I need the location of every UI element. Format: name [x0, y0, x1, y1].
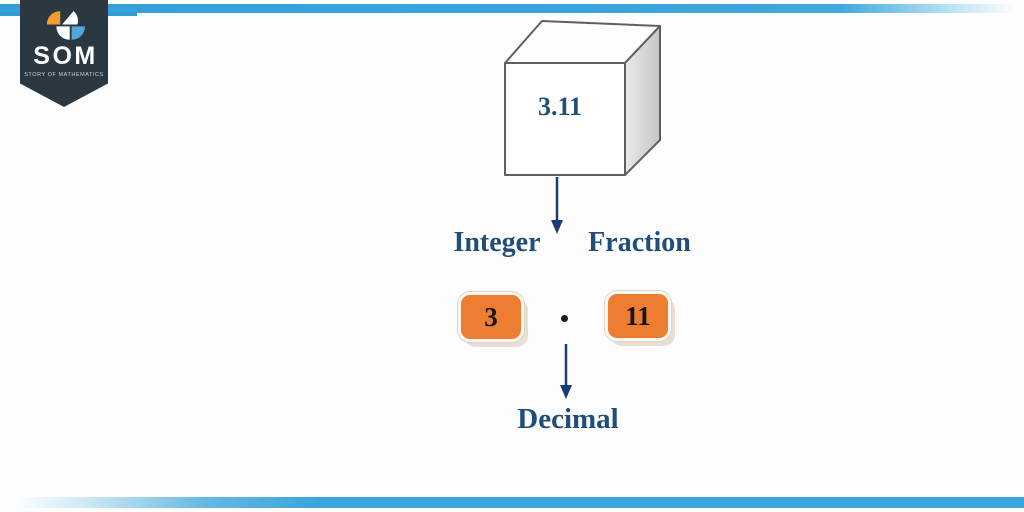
fraction-heading: Fraction [588, 227, 691, 258]
down-arrow-icon [551, 177, 563, 234]
decimal-point-dot [561, 315, 568, 322]
fraction-value-box: 11 [605, 291, 671, 341]
top-accent-bar [0, 4, 1024, 13]
pinwheel-white-top-quarter [62, 11, 78, 25]
cube-svg [504, 20, 661, 176]
down-arrow-icon [560, 344, 572, 399]
decimal-heading: Decimal [517, 403, 619, 435]
cube-graphic [500, 18, 666, 180]
integer-heading: Integer [453, 227, 541, 258]
pinwheel-white-bottom-quarter [56, 26, 70, 40]
pinwheel-orange-quarter [46, 11, 61, 25]
integer-value-box: 3 [458, 292, 524, 342]
som-logo-banner: SOM STORY OF MATHEMATICS [20, 0, 108, 107]
arrow-head [560, 385, 572, 399]
fraction-value: 11 [625, 300, 651, 331]
arrow-head [551, 220, 563, 234]
logo-tagline: STORY OF MATHEMATICS [24, 72, 104, 78]
integer-value: 3 [484, 301, 498, 332]
som-pinwheel-icon [46, 11, 85, 40]
pinwheel-blue-quarter [71, 26, 85, 40]
cube-front-face [504, 62, 626, 176]
cube-number-label: 3.11 [537, 92, 583, 121]
bottom-accent-bar [0, 497, 1024, 508]
logo-name: SOM [33, 42, 98, 70]
